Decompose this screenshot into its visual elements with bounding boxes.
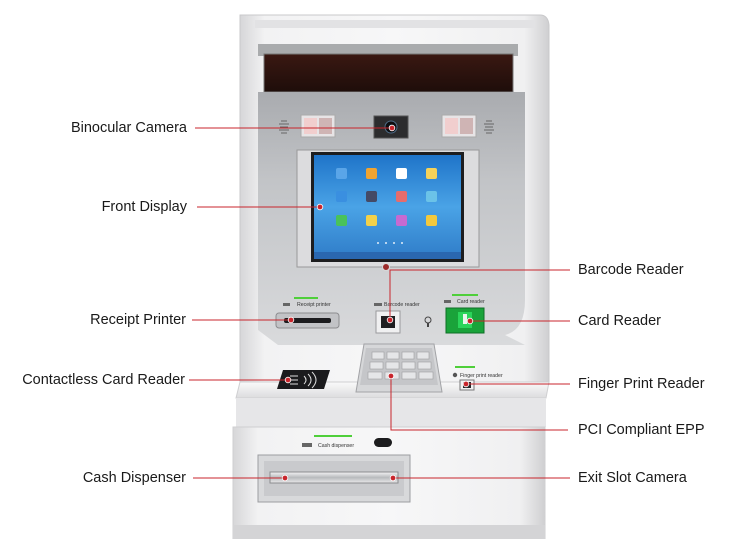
pci-compliant-epp[interactable] bbox=[355, 343, 443, 393]
contactless-card-reader[interactable] bbox=[277, 370, 330, 389]
label-pci-compliant-epp: PCI Compliant EPP bbox=[578, 422, 705, 438]
barcode-reader-indicator bbox=[382, 263, 390, 271]
screen-app-icons bbox=[336, 168, 437, 226]
label-barcode-reader: Barcode Reader bbox=[578, 262, 684, 278]
front-display[interactable] bbox=[296, 149, 480, 268]
receipt-printer: Receipt printer bbox=[275, 297, 340, 329]
callout-dots bbox=[281, 124, 474, 482]
label-finger-print-reader: Finger Print Reader bbox=[578, 376, 705, 392]
camera-right bbox=[441, 114, 477, 138]
top-lcd-panel bbox=[263, 53, 514, 93]
card-reader-panel-label: Card reader bbox=[457, 299, 485, 305]
leader-barcode-reader bbox=[389, 269, 570, 320]
cash-dispenser-panel-label: Cash dispenser bbox=[318, 443, 354, 449]
label-exit-slot-camera: Exit Slot Camera bbox=[578, 470, 687, 486]
label-card-reader: Card Reader bbox=[578, 313, 662, 329]
label-contactless-card-reader: Contactless Card Reader bbox=[22, 372, 185, 388]
label-binocular-camera: Binocular Camera bbox=[70, 120, 187, 136]
leader-lines bbox=[189, 127, 570, 479]
barcode-reader-panel-label: Barcode reader bbox=[384, 302, 420, 308]
receipt-printer-panel-label: Receipt printer bbox=[297, 302, 331, 308]
label-front-display: Front Display bbox=[101, 199, 187, 215]
label-cash-dispenser: Cash Dispenser bbox=[82, 470, 186, 486]
finger-print-reader-panel-label: Finger print reader bbox=[460, 373, 503, 379]
speaker-left bbox=[279, 120, 289, 134]
camera-left bbox=[300, 114, 336, 138]
card-reader[interactable]: Card reader bbox=[444, 294, 485, 334]
label-receipt-printer: Receipt Printer bbox=[90, 312, 186, 328]
speaker-right bbox=[484, 120, 494, 134]
leader-epp bbox=[390, 376, 568, 431]
